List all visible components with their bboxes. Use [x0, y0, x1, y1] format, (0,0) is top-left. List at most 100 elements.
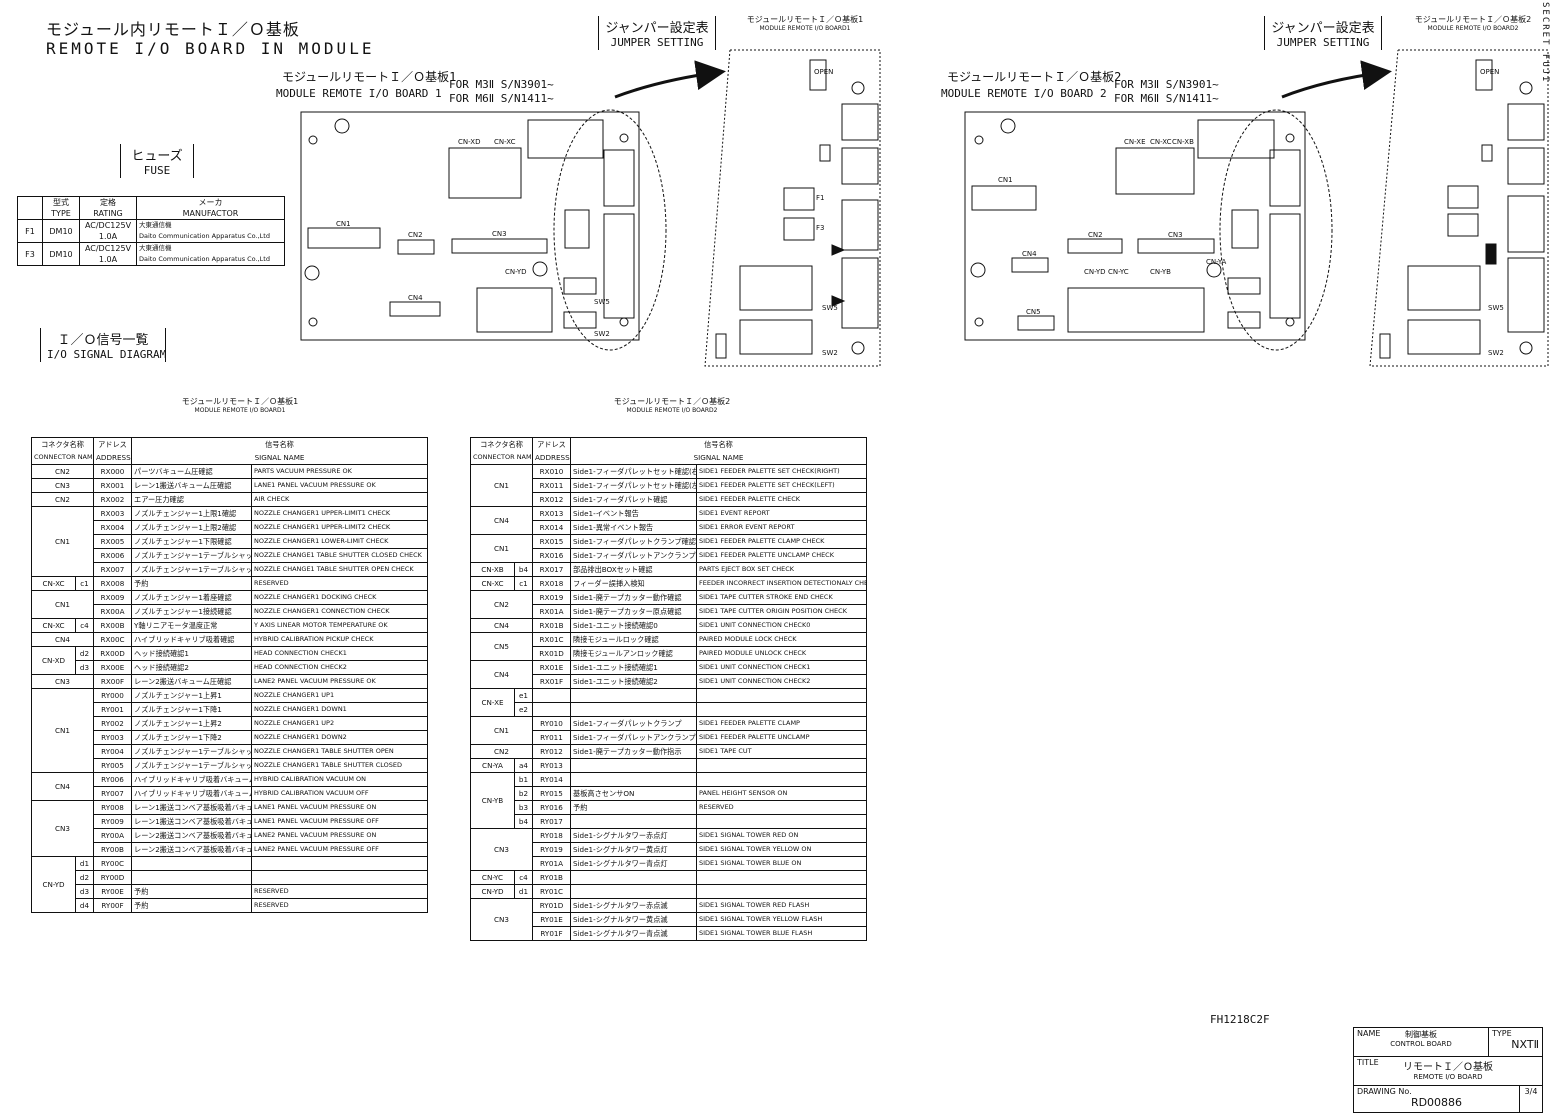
address-cell: RY011 [532, 730, 571, 745]
board2-name-en: MODULE REMOTE I/O BOARD 2 [941, 87, 1107, 100]
connector-cell: CN-XB [470, 562, 515, 577]
board1-name-jp: モジュールリモートＩ／Ｏ基板1 [282, 70, 457, 84]
signal-jp-cell: 部品排出BOXセット確認 [570, 562, 697, 577]
signal-en-cell: NOZZLE CHANGER1 LOWER-LIMIT CHECK [251, 534, 428, 549]
fuse-type: DM10 [42, 242, 80, 266]
signal-en-cell: HEAD CONNECTION CHECK2 [251, 660, 428, 675]
header-connector-en: CONNECTOR NAME [34, 453, 94, 461]
fuse-maker-en: Daito Communication Apparatus Co.,Ltd [139, 232, 270, 240]
signal-jp-cell [570, 814, 697, 829]
address-cell: RY00D [93, 870, 132, 885]
title-block-title-cell: TITLE リモートＩ／Ｏ基板 REMOTE I/O BOARD [1353, 1056, 1543, 1086]
board2-cnya-label: CN-YA [1206, 258, 1227, 266]
signal-jp-cell: ノズルチェンジャー1接続確認 [131, 604, 252, 619]
io-diagram-label: Ｉ／Ｏ信号一覧 I/O SIGNAL DIAGRAM [40, 328, 166, 362]
board2-detail-sw5-label: SW5 [1488, 304, 1504, 312]
title-block-drawing-cell: DRAWING No. RD00886 [1353, 1085, 1520, 1113]
signal-en-cell: PAIRED MODULE UNLOCK CHECK [696, 646, 867, 661]
signal-en-cell [696, 884, 867, 899]
address-cell: RX006 [93, 548, 132, 563]
signal-en-cell: NOZZLE CHANGER1 TABLE SHUTTER OPEN [251, 744, 428, 759]
signal-en-cell: NOZZLE CHANGER1 DOWN1 [251, 702, 428, 717]
signal-en-cell [696, 870, 867, 885]
signal-en-cell: SIDE1 FEEDER PALETTE SET CHECK(LEFT) [696, 478, 867, 493]
address-cell: RY019 [532, 842, 571, 857]
board2-detail-en: MODULE REMOTE I/O BOARD2 [1427, 25, 1519, 32]
signal-en-cell: NOZZLE CHANGE1 TABLE SHUTTER OPEN CHECK [251, 562, 428, 577]
signal-jp-cell [131, 856, 252, 871]
signal-jp-cell: 予約 [131, 576, 252, 591]
address-cell: RX001 [93, 478, 132, 493]
signal-en-cell: SIDE1 SIGNAL TOWER YELLOW FLASH [696, 912, 867, 927]
signal-en-cell: PANEL HEIGHT SENSOR ON [696, 786, 867, 801]
connector-cell: CN4 [31, 772, 94, 801]
signal-en-cell: LANE2 PANEL VACUUM PRESSURE OK [251, 674, 428, 689]
connector-cell: CN1 [31, 590, 94, 619]
title-block-type-cell: TYPE NXTⅡ [1488, 1027, 1543, 1057]
board2-cn4-label: CN4 [1022, 250, 1037, 258]
address-cell: RY00C [93, 856, 132, 871]
address-cell: RX01C [532, 632, 571, 647]
jumper-setting-label-1: ジャンパー設定表 JUMPER SETTING [598, 16, 716, 50]
signal-en-cell: RESERVED [251, 898, 428, 913]
table1-title: モジュールリモートＩ／Ｏ基板1 MODULE REMOTE I/O BOARD1 [160, 396, 320, 414]
header-signal-en: SIGNAL NAME [693, 453, 744, 462]
signal-jp-cell [570, 870, 697, 885]
signal-en-cell: NOZZLE CHANGER1 UPPER-LIMIT2 CHECK [251, 520, 428, 535]
table-row: e2 [471, 702, 867, 717]
pin-cell: b1 [514, 772, 533, 787]
address-cell: RX017 [532, 562, 571, 577]
fuse-header-en: TYPE [51, 209, 71, 218]
address-cell: RX018 [532, 576, 571, 591]
connector-cell: CN1 [470, 464, 533, 507]
signal-jp-cell: Side1-フィーダパレットアンクランプ [570, 730, 697, 745]
table-row: RY00Bレーン2搬送コンベア基板吸着バキュームOFFLANE2 PANEL V… [32, 842, 428, 857]
pin-cell: d1 [514, 884, 533, 899]
title-block: NAME 制御基板 CONTROL BOARD TYPE NXTⅡ TITLE … [1353, 1027, 1543, 1113]
address-cell: RY004 [93, 744, 132, 759]
address-cell: RX002 [93, 492, 132, 507]
title-block-title-jp: リモートＩ／Ｏ基板 [1403, 1062, 1493, 1073]
address-cell: RY00E [93, 884, 132, 899]
address-cell: RX019 [532, 590, 571, 605]
fuse-rating-voltage: AC/DC125V [84, 221, 132, 230]
signal-jp-cell: Side1-異常イベント報告 [570, 520, 697, 535]
connector-cell: CN3 [31, 800, 94, 857]
address-cell: RX00B [93, 618, 132, 633]
signal-jp-cell: ノズルチェンジャー1テーブルシャッター閉確認 [131, 548, 252, 563]
pin-cell: b3 [514, 800, 533, 815]
connector-cell: CN2 [31, 492, 94, 507]
signal-en-cell: LANE1 PANEL VACUUM PRESSURE ON [251, 800, 428, 815]
title-block-name-cell: NAME 制御基板 CONTROL BOARD [1353, 1027, 1489, 1057]
signal-en-cell: NOZZLE CHANGE1 TABLE SHUTTER CLOSED CHEC… [251, 548, 428, 563]
signal-jp-cell: ハイブリッドキャリブ吸着バキュームOFF [131, 786, 252, 801]
signal-jp-cell: エアー圧力確認 [131, 492, 252, 507]
connector-cell: CN-YC [470, 870, 515, 885]
signal-jp-cell: 隣接モジュールアンロック確認 [570, 646, 697, 661]
address-cell: RX010 [532, 464, 571, 479]
signal-en-cell: SIDE1 FEEDER PALETTE CHECK [696, 492, 867, 507]
connector-cell: CN-YA [470, 758, 515, 773]
signal-en-cell: SIDE1 FEEDER PALETTE CLAMP [696, 716, 867, 731]
signal-en-cell: NOZZLE CHANGER1 UP2 [251, 716, 428, 731]
signal-en-cell: SIDE1 FEEDER PALETTE SET CHECK(RIGHT) [696, 464, 867, 479]
